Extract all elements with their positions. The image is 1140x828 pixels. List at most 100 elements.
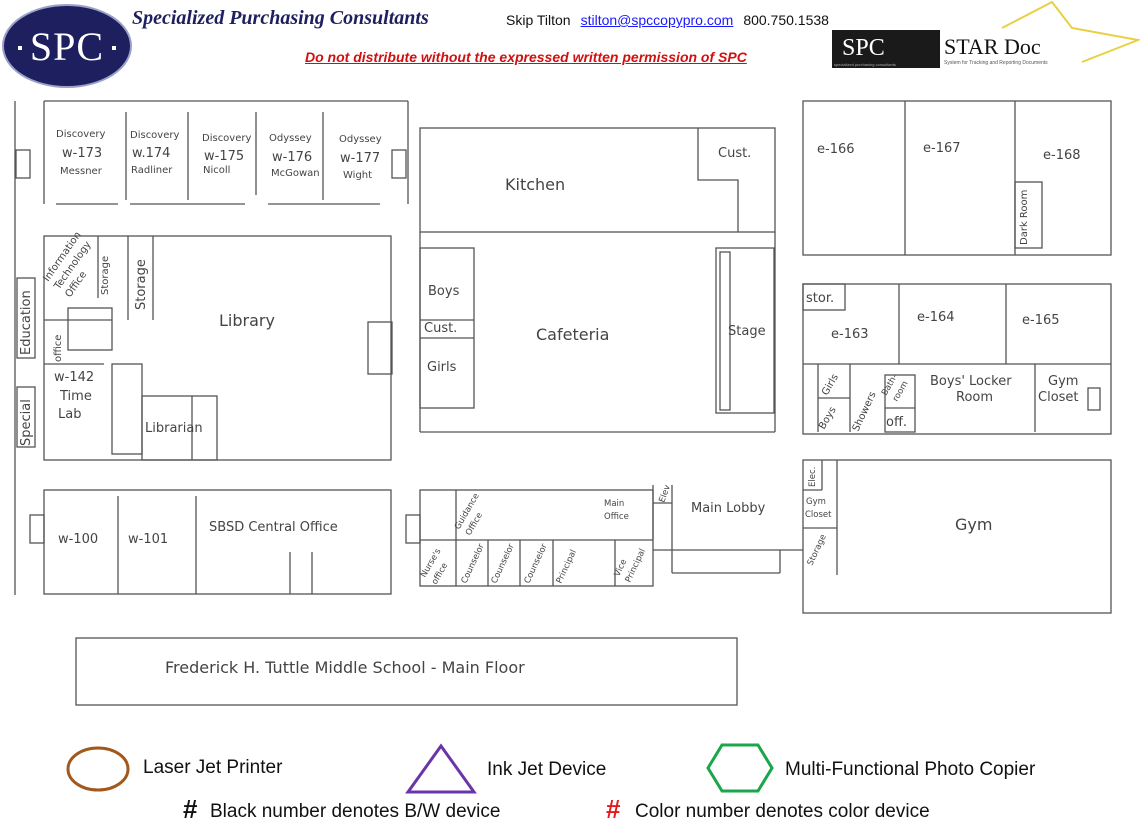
wall xyxy=(391,149,407,179)
wall xyxy=(16,386,36,448)
room-label: off. xyxy=(886,415,907,430)
room-label: Odyssey xyxy=(339,134,382,145)
room-label: Counselor xyxy=(460,542,487,585)
contact-phone: 800.750.1538 xyxy=(743,12,829,28)
room-label: Storage xyxy=(134,259,149,310)
room-label: Closet xyxy=(1038,390,1079,405)
laser-printer-circle-icon xyxy=(66,746,130,792)
contact-name: Skip Tilton xyxy=(506,12,571,28)
room-label: Special xyxy=(19,399,34,446)
ink-jet-triangle-icon xyxy=(405,743,477,794)
room-label: Nicoll xyxy=(203,165,230,176)
room-label: Library xyxy=(219,311,275,330)
wall xyxy=(715,247,775,414)
room-label: Wight xyxy=(343,170,372,181)
room-label: e-167 xyxy=(923,141,961,156)
legend-mfp-label: Multi-Functional Photo Copier xyxy=(785,759,1036,780)
wall xyxy=(16,277,36,359)
room-label: Boys xyxy=(428,284,460,299)
room-label: Counselor xyxy=(523,542,550,585)
room-label: SPC xyxy=(842,35,885,61)
room-label: w.174 xyxy=(132,146,170,161)
room-label: Gym xyxy=(955,515,992,534)
contact-email-link[interactable]: stilton@spccopypro.com xyxy=(580,12,734,28)
wall xyxy=(719,251,731,411)
room-label: Radliner xyxy=(131,165,173,176)
legend-laser-label: Laser Jet Printer xyxy=(143,757,283,778)
room-label: w-176 xyxy=(272,150,312,165)
wall xyxy=(802,459,1112,614)
room-label: Elev xyxy=(657,484,673,504)
room-label: specialized purchasing consultants xyxy=(834,62,896,67)
spc-logo: SPC xyxy=(2,4,132,88)
wall xyxy=(802,283,1112,435)
room-label: w-142 xyxy=(54,370,94,385)
room-label: Cust. xyxy=(424,321,457,336)
room-label: Main xyxy=(604,499,624,509)
wall xyxy=(419,127,776,233)
room-label: Girls xyxy=(427,360,457,375)
room-label: McGowan xyxy=(271,168,320,179)
bw-hash-icon: # xyxy=(183,794,198,824)
room-label: Main Lobby xyxy=(691,501,766,516)
wall xyxy=(141,395,218,461)
room-label: w-175 xyxy=(204,149,244,164)
wall xyxy=(802,283,846,311)
room-label: w-173 xyxy=(62,146,102,161)
wall xyxy=(697,128,739,232)
distribution-warning: Do not distribute without the expressed … xyxy=(305,49,747,65)
room-label: Education xyxy=(19,290,34,355)
room-label: Room xyxy=(956,390,993,405)
room-label: Girls xyxy=(820,372,841,397)
company-name: Specialized Purchasing Consultants xyxy=(132,7,429,29)
wall xyxy=(67,307,113,351)
room-label: Storage xyxy=(806,533,829,567)
room-label: Boys' Locker xyxy=(930,374,1012,389)
wall xyxy=(405,514,421,544)
room-label: Messner xyxy=(60,166,103,177)
wall xyxy=(111,363,143,455)
room-label: Discovery xyxy=(130,130,179,141)
legend-color-label: Color number denotes color device xyxy=(635,801,930,822)
room-label: w-177 xyxy=(340,151,380,166)
room-label: office xyxy=(53,335,64,362)
room-label: Dark Room xyxy=(1019,190,1030,245)
room-label: Gym xyxy=(806,497,826,507)
wall xyxy=(29,514,45,544)
wall xyxy=(1014,181,1043,249)
wall xyxy=(15,149,31,179)
wall xyxy=(884,374,916,433)
room-label: Showers xyxy=(851,390,879,433)
title-box xyxy=(75,637,738,706)
room-label: Kitchen xyxy=(505,175,565,194)
room-label: SPC xyxy=(29,23,105,69)
room-label: STAR Doc xyxy=(944,34,1041,59)
room-label: e-168 xyxy=(1043,148,1081,163)
star-doc-logo: SPC specialized purchasing consultants S… xyxy=(832,0,1140,68)
legend-bw-label: Black number denotes B/W device xyxy=(210,801,501,822)
room-label: Counselor xyxy=(490,542,517,585)
room-label: Gym xyxy=(1048,374,1078,389)
room-label: SBSD Central Office xyxy=(209,520,338,535)
room-label: Boys xyxy=(817,405,839,431)
room-label: Principal xyxy=(555,548,579,585)
wall xyxy=(367,321,393,375)
room-label: Closet xyxy=(805,510,832,520)
room-label: Discovery xyxy=(56,129,105,140)
room-label: Odyssey xyxy=(269,133,312,144)
contact-info: Skip Tilton stilton@spccopypro.com 800.750… xyxy=(506,12,829,28)
walls xyxy=(14,100,1112,706)
room-label: Discovery xyxy=(202,133,251,144)
wall xyxy=(802,100,1112,256)
room-label: System for Tracking and Reporting Docume… xyxy=(944,60,1048,66)
room-label: Cafeteria xyxy=(536,325,609,344)
room-label: Cust. xyxy=(718,146,751,161)
room-label: e-163 xyxy=(831,327,869,342)
room-label: e-166 xyxy=(817,142,855,157)
room-label: w-100 xyxy=(58,532,98,547)
room-label: w-101 xyxy=(128,532,168,547)
room-label: stor. xyxy=(806,291,834,306)
room-label: Storage xyxy=(100,256,111,295)
